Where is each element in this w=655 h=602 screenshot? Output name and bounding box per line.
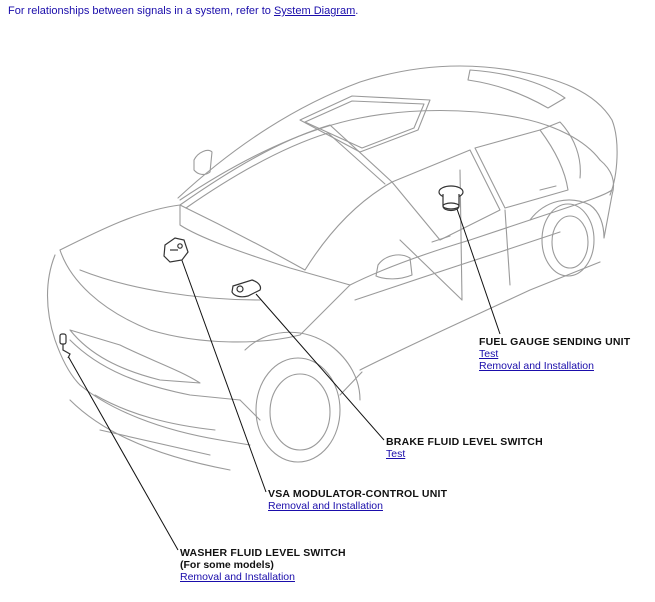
leader-lines: [67, 205, 501, 551]
vsa-modulator-control-unit-callout: VSA MODULATOR-CONTROL UNIT Removal and I…: [268, 488, 447, 512]
fuel-gauge-sending-unit-callout: FUEL GAUGE SENDING UNIT Test Removal and…: [479, 336, 630, 372]
brake-fluid-level-switch-icon: [231, 279, 262, 298]
vsa-modulator-control-unit-icon: [163, 237, 189, 263]
washer-fluid-leader-line: [67, 355, 179, 551]
intro-suffix: .: [355, 5, 359, 17]
washer-fluid-level-switch-subtitle: (For some models): [180, 559, 274, 571]
washer-fluid-removal-installation-link[interactable]: Removal and Installation: [180, 571, 295, 583]
fuel-gauge-sending-unit-icon: [438, 185, 464, 212]
washer-fluid-level-switch-icon: [59, 333, 71, 359]
fuel-gauge-sending-unit-title: FUEL GAUGE SENDING UNIT: [479, 336, 631, 348]
intro-text: For relationships between signals in a s…: [8, 5, 274, 17]
washer-fluid-level-switch-title: WASHER FLUID LEVEL SWITCH: [180, 547, 346, 559]
vsa-removal-installation-link[interactable]: Removal and Installation: [268, 500, 383, 512]
car-outline-illustration: [46, 65, 618, 471]
brake-fluid-leader-line: [255, 293, 385, 441]
fuel-gauge-test-link[interactable]: Test: [479, 348, 499, 360]
vsa-modulator-control-unit-title: VSA MODULATOR-CONTROL UNIT: [268, 488, 448, 500]
washer-fluid-level-switch-callout: WASHER FLUID LEVEL SWITCH (For some mode…: [180, 547, 346, 583]
system-diagram-link[interactable]: System Diagram: [273, 5, 356, 17]
fuel-gauge-removal-installation-link[interactable]: Removal and Installation: [479, 360, 594, 372]
brake-fluid-test-link[interactable]: Test: [386, 448, 406, 460]
system-diagram-reference: For relationships between signals in a s…: [8, 5, 358, 17]
fuel-gauge-leader-line: [455, 205, 501, 335]
vsa-leader-line: [179, 254, 267, 493]
brake-fluid-level-switch-title: BRAKE FLUID LEVEL SWITCH: [386, 436, 543, 448]
brake-fluid-level-switch-callout: BRAKE FLUID LEVEL SWITCH Test: [386, 436, 543, 460]
